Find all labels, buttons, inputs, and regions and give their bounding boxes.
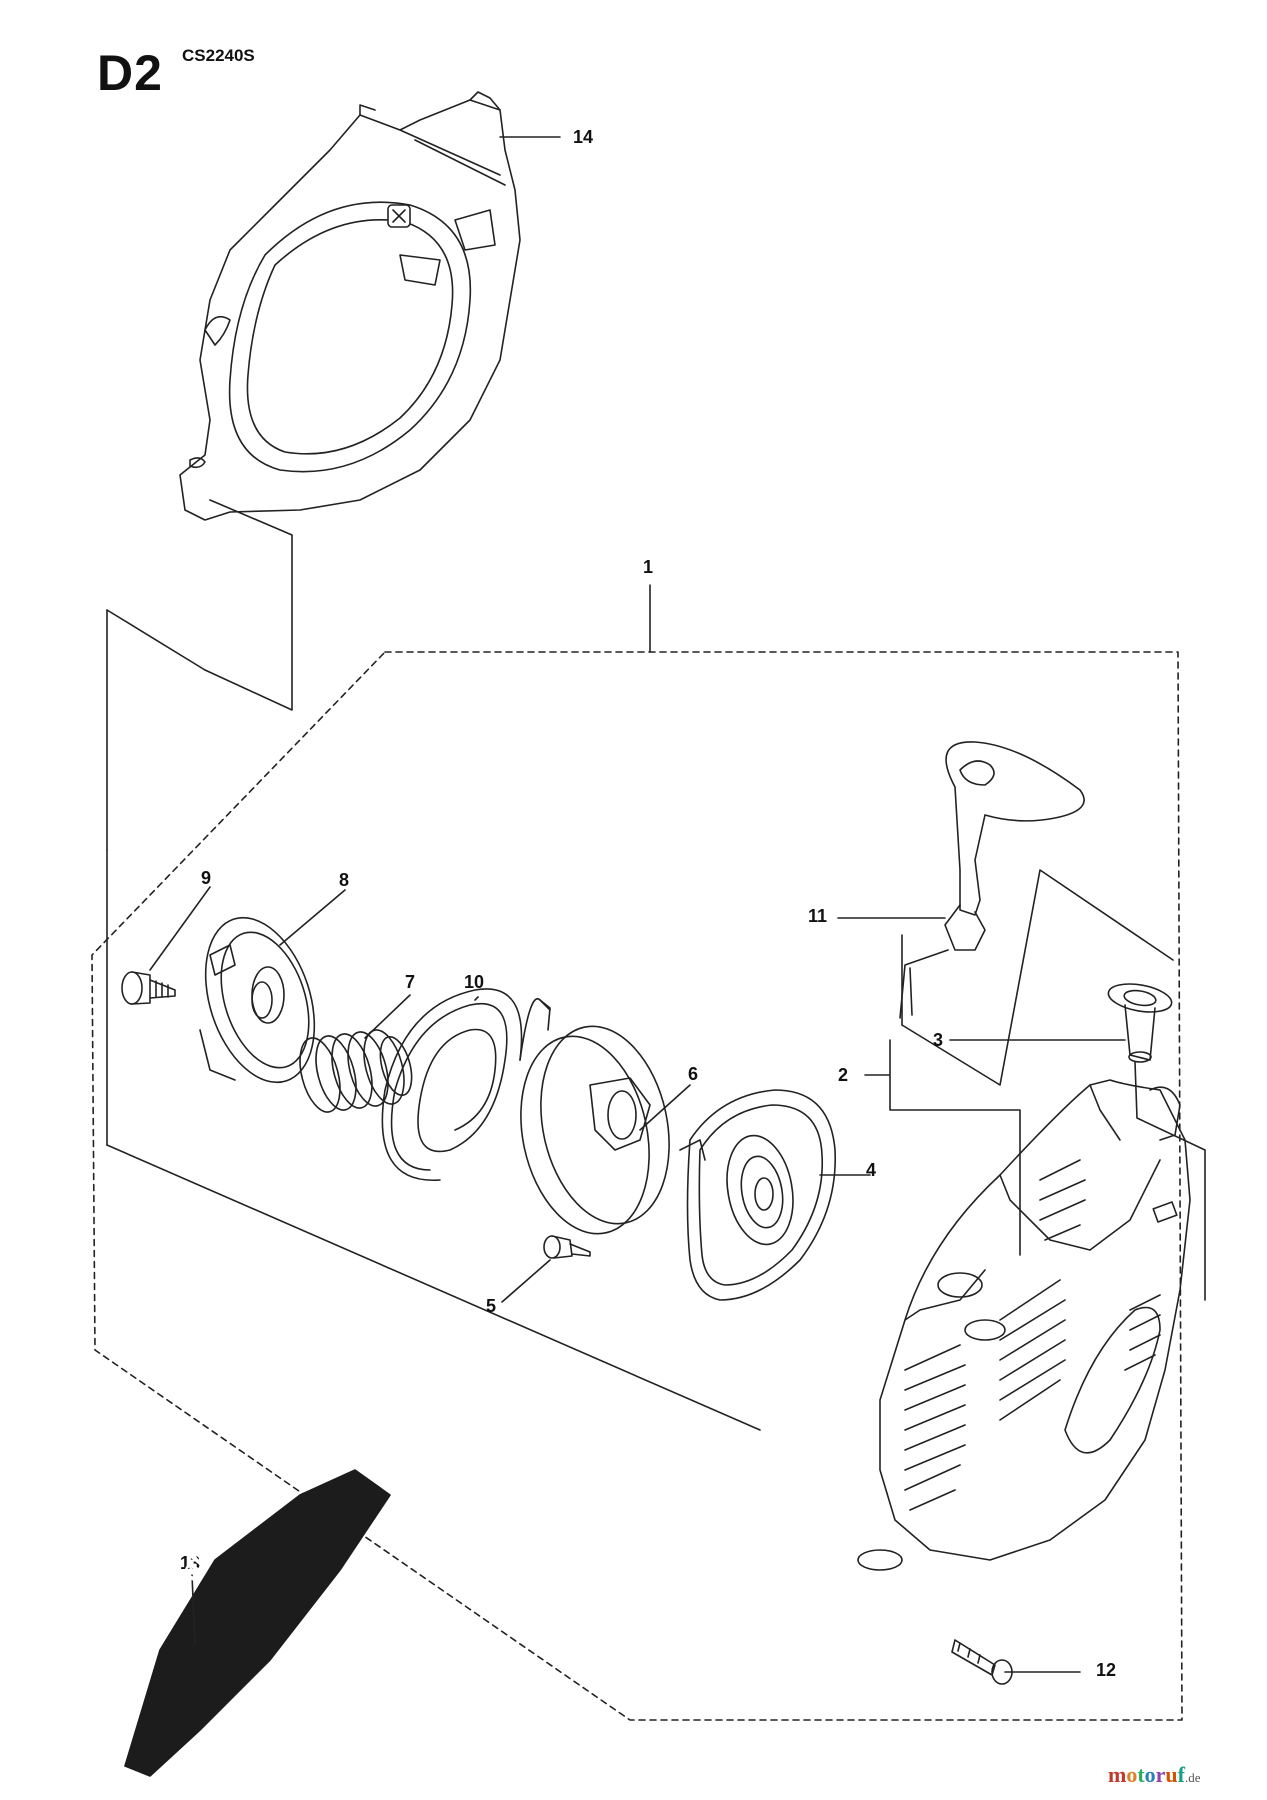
assembly-boundary bbox=[91, 651, 1183, 1721]
part-11-starter-handle bbox=[899, 741, 1085, 1019]
callout-11: 11 bbox=[808, 906, 828, 926]
leader-5 bbox=[501, 1259, 551, 1303]
callout-6: 6 bbox=[688, 1064, 699, 1084]
callout-14: 14 bbox=[573, 127, 594, 147]
leader-8 bbox=[279, 889, 346, 946]
part-8-pulley-hub bbox=[199, 916, 316, 1084]
watermark: motoruf.de bbox=[1108, 1762, 1201, 1788]
part-6-rope-pulley bbox=[520, 1025, 670, 1235]
callout-5: 5 bbox=[486, 1296, 497, 1316]
part-10-starter-rope bbox=[381, 988, 551, 1181]
part-13-decal bbox=[124, 1469, 391, 1777]
callout-1: 1 bbox=[643, 557, 654, 577]
callout-3: 3 bbox=[933, 1030, 944, 1050]
leader-13 bbox=[191, 1574, 196, 1646]
part-14-fan-housing bbox=[179, 91, 521, 521]
leader-10 bbox=[474, 996, 479, 1001]
callout-12: 12 bbox=[1096, 1660, 1117, 1680]
part-2-starter-housing bbox=[857, 1079, 1191, 1571]
callout-10: 10 bbox=[464, 972, 485, 992]
watermark-suffix: .de bbox=[1185, 1770, 1201, 1785]
leader-7 bbox=[364, 994, 411, 1039]
model-number: CS2240S bbox=[182, 46, 255, 65]
part-3-eyelet bbox=[1107, 983, 1173, 1063]
callout-8: 8 bbox=[339, 870, 350, 890]
part-12-screw bbox=[951, 1639, 1013, 1685]
leader-9 bbox=[149, 886, 211, 971]
part-9-screw bbox=[121, 971, 176, 1005]
leader-2 bbox=[864, 1039, 1021, 1256]
part-7-spring bbox=[299, 1029, 413, 1113]
callout-13: 13 bbox=[180, 1553, 201, 1573]
callout-4: 4 bbox=[866, 1160, 877, 1180]
watermark-name: motoruf bbox=[1108, 1762, 1185, 1787]
part-4-recoil-spring bbox=[679, 1089, 837, 1301]
callout-2: 2 bbox=[838, 1065, 849, 1085]
leader-6 bbox=[639, 1084, 691, 1131]
part-5-screw bbox=[543, 1235, 591, 1259]
callout-7: 7 bbox=[405, 972, 416, 992]
diagram-code: D2 bbox=[97, 45, 163, 101]
callout-9: 9 bbox=[201, 868, 212, 888]
